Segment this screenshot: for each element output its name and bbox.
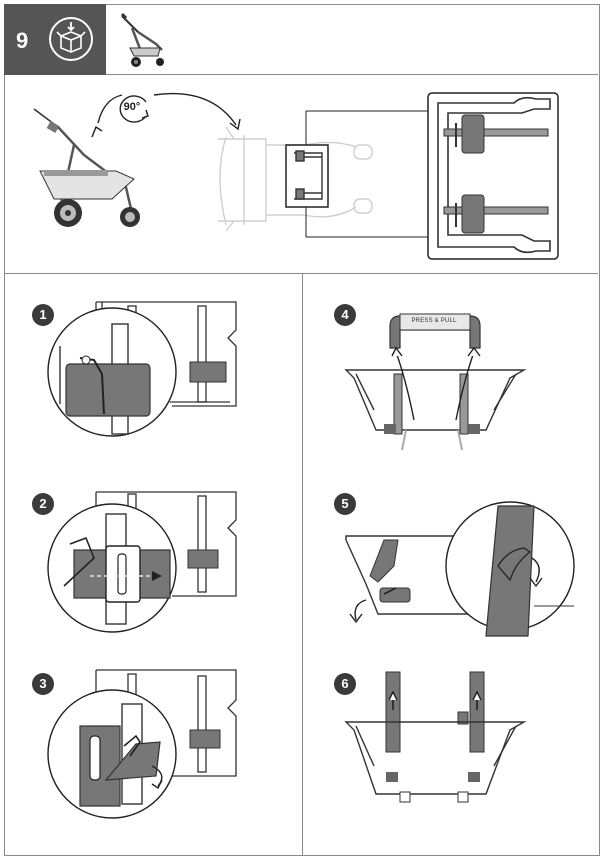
step-3-diagram [47,669,237,819]
press-and-pull-label: PRESS & PULL [411,318,457,324]
step-1-diagram [47,301,237,437]
section-divider [4,273,598,274]
step-4-diagram [344,313,527,451]
step-badge-3: 3 [32,673,54,695]
rotation-badge: 90° [116,94,154,124]
overview-diagram [33,92,559,260]
step-number: 9 [16,28,29,53]
stroller-thumbnail [120,12,164,67]
step-header: 9 [4,4,106,75]
header-divider [106,74,598,75]
step-5-diagram [345,501,575,637]
column-divider [302,273,303,855]
step-badge-6: 6 [334,673,356,695]
step-2-diagram [47,491,237,633]
stroller-side-view [33,108,140,227]
stroller-top-view-faint [218,126,373,232]
step-badge-5: 5 [334,493,356,515]
step-badge-1: 1 [32,304,54,326]
step-badge-4: 4 [334,304,356,326]
step-6-diagram [344,671,527,803]
package-open-icon [49,17,93,61]
step-badge-2: 2 [32,493,54,515]
rotate-arrow-icon [119,95,149,123]
rotation-angle-label: 90° [123,101,141,113]
